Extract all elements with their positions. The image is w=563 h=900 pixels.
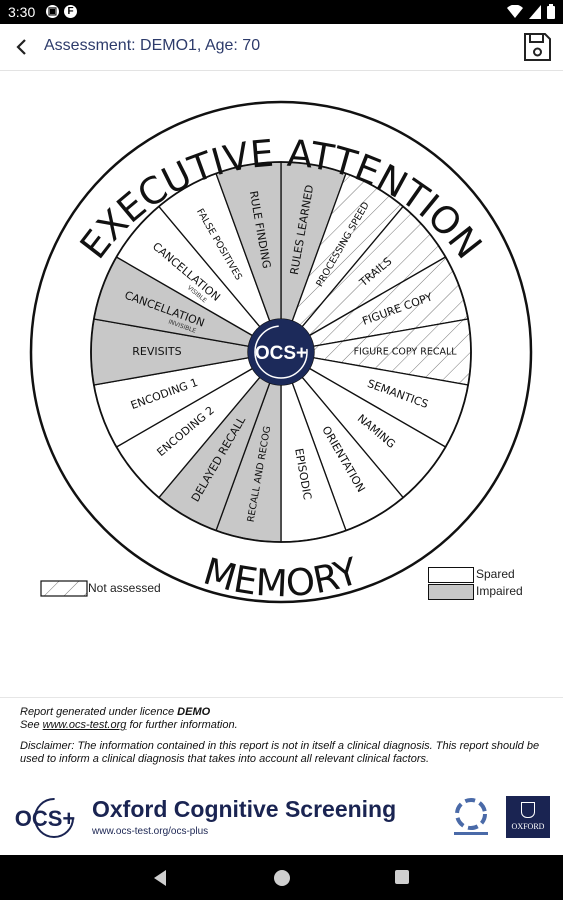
report-footer: Report generated under licence DEMO See … [0, 697, 563, 856]
app-bar: Assessment: DEMO1, Age: 70 [0, 24, 563, 71]
brand-name: Oxford Cognitive Screening [92, 796, 397, 822]
navigation-bar [0, 855, 563, 900]
ocs-brand-logo: OCS+ [15, 798, 76, 838]
segment-label: FIGURE COPY RECALL [354, 347, 458, 358]
nav-recents-icon[interactable] [394, 869, 410, 885]
save-button[interactable] [521, 31, 553, 63]
app-notification-icon: F [64, 5, 77, 18]
signal-icon [529, 4, 541, 19]
arrow-back-icon [16, 39, 26, 55]
save-icon [524, 33, 551, 61]
website-link[interactable]: www.ocs-test.org [42, 719, 127, 731]
oxford-logo: OXFORD [506, 796, 550, 838]
legend-spared-swatch [428, 567, 474, 583]
svg-text:OCS+: OCS+ [15, 806, 76, 831]
status-bar: 3:30 ▣ F [0, 0, 563, 24]
legend-impaired-swatch [428, 584, 474, 600]
center-label: OCS+ [255, 343, 307, 364]
back-button[interactable] [6, 31, 38, 63]
nav-back-icon[interactable] [152, 869, 168, 887]
notification-icon: ▣ [46, 5, 59, 18]
wifi-icon [507, 4, 523, 18]
legend-impaired-label: Impaired [476, 584, 523, 598]
page-title: Assessment: DEMO1, Age: 70 [44, 37, 261, 54]
legend-not-assessed-swatch [40, 580, 88, 597]
status-time: 3:30 [8, 4, 36, 20]
licence-name: DEMO [177, 706, 211, 718]
segment-label: REVISITS [132, 345, 181, 358]
translational-logo-icon [454, 798, 488, 835]
legend-not-assessed-label: Not assessed [88, 581, 161, 595]
ocs-center-logo: OCS+ [248, 319, 314, 385]
battery-icon [547, 4, 555, 19]
disclaimer-text: Disclaimer: The information contained in… [20, 740, 540, 765]
brand-url: www.ocs-test.org/ocs-plus [92, 826, 209, 837]
nav-home-icon[interactable] [273, 869, 291, 887]
licence-info: Report generated under licence DEMO See … [20, 706, 238, 731]
legend-spared-label: Spared [476, 567, 515, 581]
